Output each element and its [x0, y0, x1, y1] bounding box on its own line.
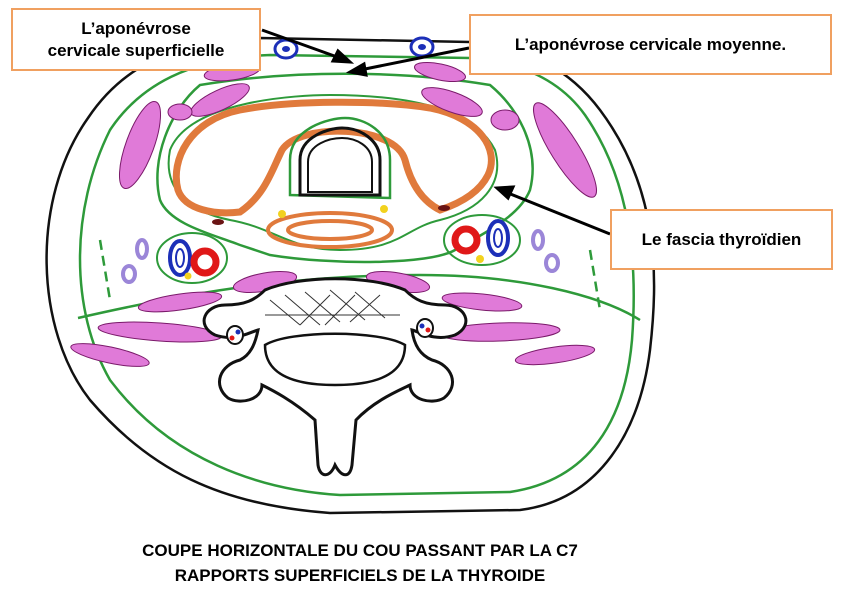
- recurrent-nerve-left: [212, 219, 224, 225]
- recurrent-nerve-right: [438, 205, 450, 211]
- vertebral-artery-left: [229, 335, 235, 341]
- caption-line-1: COUPE HORIZONTALE DU COU PASSANT PAR LA …: [142, 541, 578, 560]
- common-carotid-right: [451, 225, 481, 255]
- sternothyroid-right: [421, 87, 483, 117]
- vertebral-body-hatching: [265, 289, 400, 326]
- trachea-ring: [298, 126, 382, 197]
- internal-jugular-right-inner: [493, 228, 503, 248]
- vertebral-foramen-left: [226, 325, 244, 345]
- label-aponevrose-superficielle: L’aponévrose cervicale superficielle: [11, 8, 261, 71]
- scalene-right-1: [441, 292, 523, 312]
- scalene-left-3: [70, 343, 150, 367]
- vertebral-artery-right: [425, 327, 431, 333]
- vagus-nerve-left: [184, 272, 192, 280]
- vertebral-vein-right: [419, 323, 425, 329]
- carotid-sheath-right: [443, 214, 521, 266]
- label-superficielle-line1: L’aponévrose: [81, 19, 191, 38]
- vertebral-foramen: [263, 332, 407, 387]
- sternocleidomastoid-left: [118, 101, 162, 189]
- sympathetic-chain: [121, 229, 560, 284]
- scalene-left-1: [137, 291, 223, 313]
- vagus-nerve-right: [476, 255, 484, 263]
- esophagus-outer: [266, 211, 394, 249]
- internal-jugular-right: [486, 219, 510, 257]
- label-superficielle-line2: cervicale superficielle: [47, 41, 225, 60]
- trachea-outer: [288, 116, 392, 200]
- scalene-right-3: [514, 344, 596, 366]
- label-thyroidien-text: Le fascia thyroïdien: [641, 230, 802, 249]
- internal-jugular-left-inner: [175, 248, 185, 268]
- sternohyoid-right: [414, 61, 466, 83]
- lateral-fascia-right: [588, 249, 602, 311]
- esophagus-inner: [286, 219, 374, 241]
- parathyroid-right: [380, 205, 388, 213]
- anterior-jugular-right-core: [418, 44, 426, 50]
- label-aponevrose-moyenne: L’aponévrose cervicale moyenne.: [469, 14, 832, 75]
- label-fascia-thyroidien: Le fascia thyroïdien: [610, 209, 833, 270]
- anterior-jugular-left-core: [282, 46, 290, 52]
- parathyroid-left: [278, 210, 286, 218]
- trachea-lumen: [307, 136, 373, 193]
- omohyoid-left: [167, 103, 193, 121]
- vertebral-foramen-right: [416, 318, 434, 338]
- label-moyenne-text: L’aponévrose cervicale moyenne.: [514, 35, 787, 54]
- vertebral-vein-left: [235, 329, 241, 335]
- sternocleidomastoid-right: [533, 102, 597, 198]
- muscles: [70, 61, 597, 367]
- leader-arrows: [261, 28, 611, 236]
- thyroid-fascia: [167, 93, 499, 252]
- lateral-fascia-left: [98, 239, 112, 301]
- carotid-sheath-left: [156, 232, 228, 284]
- caption-line-2: RAPPORTS SUPERFICIELS DE LA THYROIDE: [174, 566, 546, 585]
- omohyoid-right: [490, 109, 520, 131]
- common-carotid-left: [190, 247, 220, 277]
- internal-jugular-left: [168, 239, 192, 277]
